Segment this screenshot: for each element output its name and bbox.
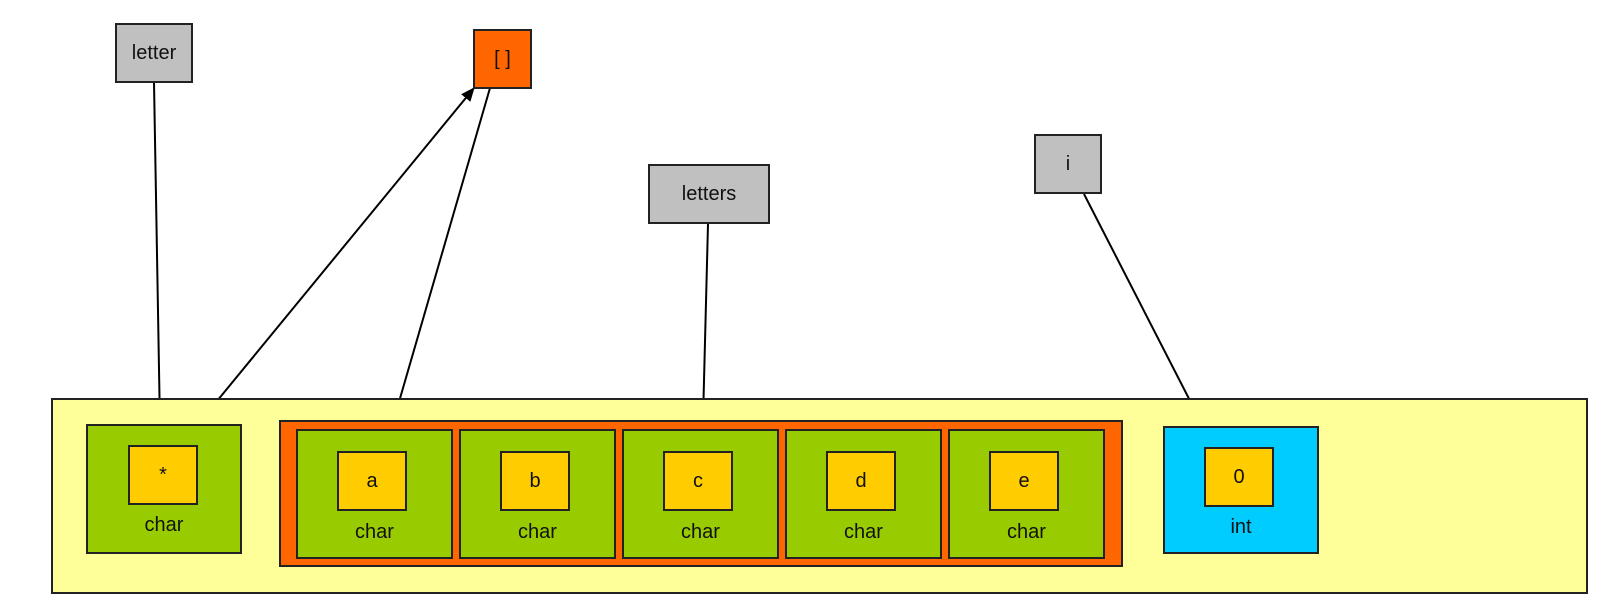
array-cell: b char — [459, 429, 616, 559]
variable-letter: letter — [115, 23, 193, 83]
array-cell: d char — [785, 429, 942, 559]
array-container: a char b char c char d char e char — [279, 420, 1123, 567]
array-cell-type: char — [355, 520, 394, 543]
array-cell-value: b — [500, 451, 570, 511]
array-cell: c char — [622, 429, 779, 559]
variable-i: i — [1034, 134, 1102, 194]
array-cell-type: char — [844, 520, 883, 543]
array-cell-type: char — [1007, 520, 1046, 543]
pointer-cell: * char — [86, 424, 242, 554]
int-cell-value: 0 — [1204, 447, 1274, 507]
int-cell: 0 int — [1163, 426, 1319, 554]
array-cell: e char — [948, 429, 1105, 559]
array-cell: a char — [296, 429, 453, 559]
pointer-cell-type: char — [144, 513, 184, 536]
index-operator: [ ] — [473, 29, 532, 89]
pointer-cell-value: * — [128, 445, 198, 505]
variable-letters: letters — [648, 164, 770, 224]
array-cell-type: char — [681, 520, 720, 543]
arrow-index-op-to-array — [389, 87, 491, 427]
array-cell-value: e — [989, 451, 1059, 511]
array-cell-value: d — [826, 451, 896, 511]
arrow-i-to-int — [1083, 193, 1204, 427]
arrow-letters-to-array — [697, 223, 710, 421]
array-cell-type: char — [518, 520, 557, 543]
arrow-pointer-to-index-op — [184, 87, 475, 441]
array-cell-value: c — [663, 451, 733, 511]
arrow-letter-to-pointer — [153, 81, 166, 427]
int-cell-type: int — [1230, 515, 1252, 538]
array-cell-value: a — [337, 451, 407, 511]
